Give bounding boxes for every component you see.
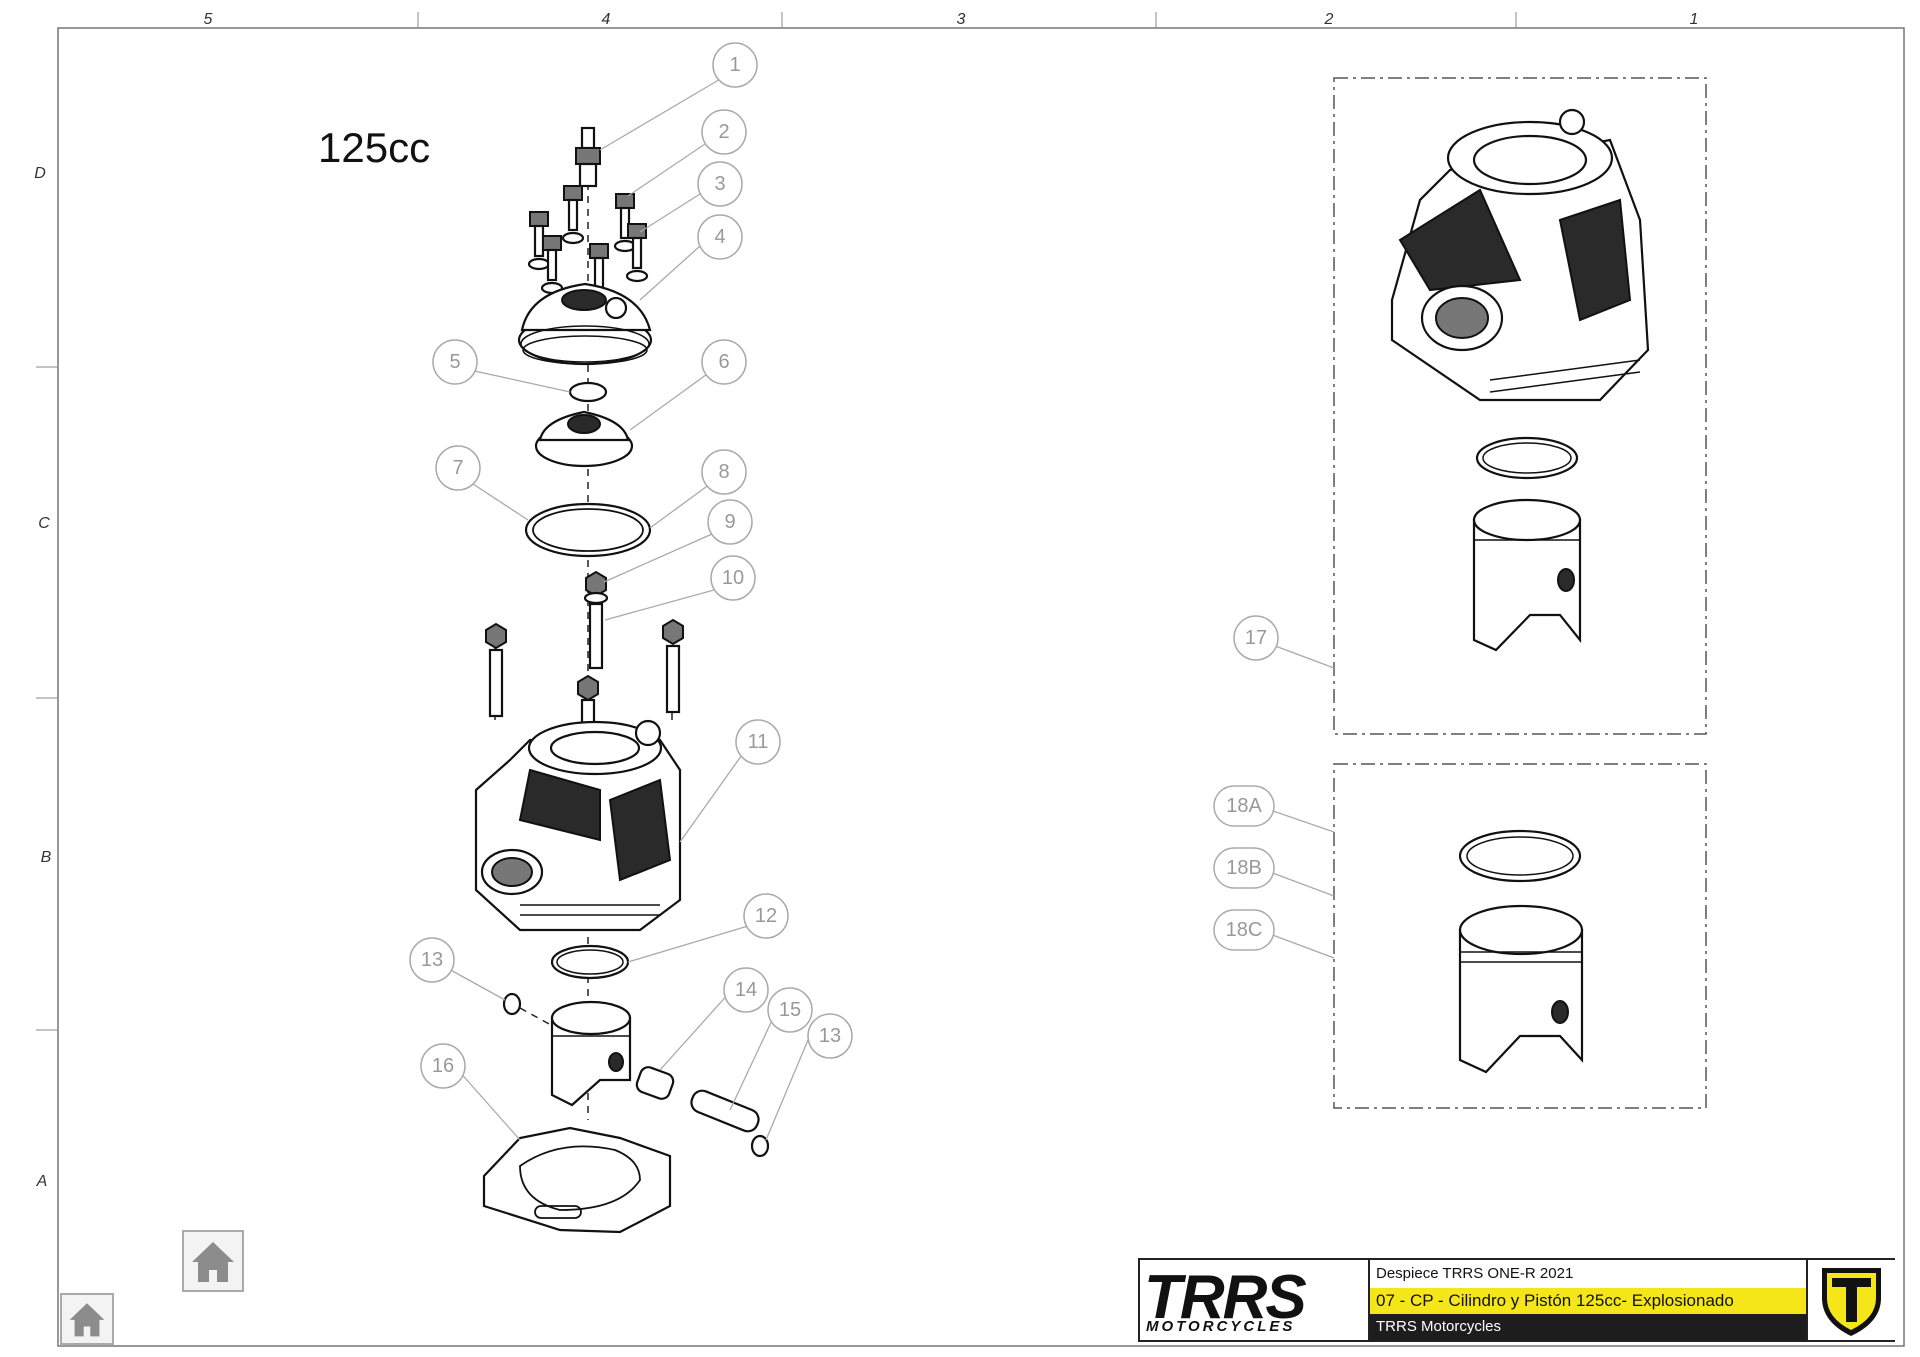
part-piston (550, 1000, 632, 1107)
callout-16[interactable]: 16 (420, 1043, 466, 1089)
sheet-frame (57, 27, 1905, 1347)
svg-text:6: 6 (718, 351, 729, 373)
svg-text:7: 7 (452, 457, 463, 479)
part-base-gasket (482, 1126, 672, 1234)
home-button-small[interactable] (60, 1293, 114, 1345)
zone-row-d: D (34, 165, 46, 182)
callout-1[interactable]: 1 (712, 42, 758, 88)
part-wrist-pin (690, 1089, 760, 1133)
detail-box-kit-18 (1333, 763, 1707, 1109)
brand-badge (1806, 1260, 1895, 1340)
svg-text:13: 13 (421, 949, 443, 971)
drawing-company: TRRS Motorcycles (1370, 1314, 1806, 1340)
svg-text:1: 1 (729, 54, 740, 76)
svg-text:16: 16 (432, 1055, 454, 1077)
part-o-ring (568, 381, 608, 403)
detail-cylinder (1390, 108, 1650, 402)
home-icon (192, 1242, 234, 1282)
part-head-gasket-inner (532, 508, 644, 552)
home-icon (69, 1303, 105, 1337)
svg-text:8: 8 (718, 461, 729, 483)
detail-box-kit-17 (1333, 77, 1707, 735)
callout-2[interactable]: 2 (701, 109, 747, 155)
callout-4[interactable]: 4 (697, 214, 743, 260)
detail-ring-17 (1475, 436, 1579, 480)
part-piston-ring (550, 944, 630, 980)
callout-15[interactable]: 15 (767, 987, 813, 1033)
svg-text:17: 17 (1245, 627, 1267, 649)
shield-logo-icon (1822, 1268, 1881, 1336)
callout-10[interactable]: 10 (710, 555, 756, 601)
part-circlip-right (750, 1134, 770, 1158)
brand-name: TRRS (1144, 1263, 1307, 1332)
part-circlip-left (502, 992, 522, 1016)
callout-18b[interactable]: 18B (1213, 847, 1275, 889)
callout-7[interactable]: 7 (435, 445, 481, 491)
part-stud (588, 602, 604, 670)
detail-piston-18 (1458, 904, 1584, 1074)
callout-11[interactable]: 11 (735, 719, 781, 765)
callout-18c[interactable]: 18C (1213, 909, 1275, 951)
part-combustion-insert (534, 410, 634, 468)
part-head-gasket-outer (524, 502, 652, 558)
part-spark-plug (575, 126, 601, 188)
zone-col-4: 4 (602, 11, 611, 28)
engine-size-label: 125cc (318, 124, 431, 171)
detail-piston-17 (1472, 498, 1582, 652)
brand-logo: TRRS MOTORCYCLES (1140, 1260, 1370, 1340)
svg-text:11: 11 (748, 731, 769, 753)
svg-text:3: 3 (714, 173, 725, 195)
zone-row-c: C (38, 515, 50, 532)
svg-text:18B: 18B (1226, 857, 1262, 879)
detail-ring-18 (1458, 829, 1582, 883)
part-cylinder-nut (583, 570, 609, 605)
title-block: TRRS MOTORCYCLES Despiece TRRS ONE-R 202… (1138, 1258, 1895, 1342)
svg-text:15: 15 (779, 999, 801, 1021)
leader-lines (446, 77, 1335, 1141)
callout-13-left[interactable]: 13 (409, 937, 455, 983)
callout-14[interactable]: 14 (723, 967, 769, 1013)
svg-text:18A: 18A (1226, 795, 1262, 817)
svg-text:5: 5 (449, 351, 460, 373)
callout-9[interactable]: 9 (707, 499, 753, 545)
callout-17[interactable]: 17 (1233, 615, 1279, 661)
part-cylinder-head (517, 282, 653, 366)
part-side-studs (485, 618, 684, 756)
callout-3[interactable]: 3 (697, 161, 743, 207)
zone-col-2: 2 (1324, 11, 1334, 28)
svg-text:18C: 18C (1226, 919, 1263, 941)
part-needle-bearing (635, 1066, 675, 1100)
drawing-subtitle: 07 - CP - Cilindro y Pistón 125cc- Explo… (1370, 1288, 1806, 1314)
callout-18a[interactable]: 18A (1213, 785, 1275, 827)
callout-8[interactable]: 8 (701, 449, 747, 495)
zone-row-b: B (41, 849, 52, 866)
callout-5[interactable]: 5 (432, 339, 478, 385)
svg-text:10: 10 (722, 567, 744, 589)
callout-12[interactable]: 12 (743, 893, 789, 939)
svg-text:2: 2 (718, 121, 729, 143)
svg-text:9: 9 (724, 511, 735, 533)
callout-13-right[interactable]: 13 (807, 1013, 853, 1059)
svg-text:4: 4 (714, 226, 725, 248)
svg-text:12: 12 (755, 905, 777, 927)
zone-row-a: A (36, 1173, 48, 1190)
part-head-bolts (527, 185, 649, 303)
home-button-large[interactable] (182, 1230, 244, 1292)
zone-col-3: 3 (957, 11, 966, 28)
zone-col-5: 5 (204, 11, 213, 28)
svg-text:13: 13 (819, 1025, 841, 1047)
brand-sub: MOTORCYCLES (1146, 1318, 1296, 1335)
zone-ticks (36, 12, 1517, 1031)
drawing-title: Despiece TRRS ONE-R 2021 (1376, 1265, 1574, 1282)
part-cylinder (474, 719, 682, 932)
callout-6[interactable]: 6 (701, 339, 747, 385)
svg-text:14: 14 (735, 979, 757, 1001)
zone-col-1: 1 (1690, 11, 1699, 28)
